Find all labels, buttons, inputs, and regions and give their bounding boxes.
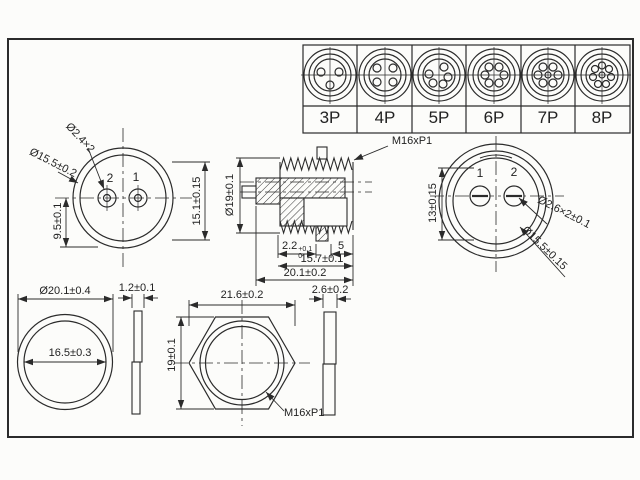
dim-plug-pin-span: 13±0.15 (427, 183, 439, 223)
socket-pin-1-label: 1 (132, 170, 140, 184)
table-label-3p: 3P (319, 108, 341, 127)
face-7p (519, 47, 577, 104)
face-8p (573, 47, 631, 104)
table-label-4p: 4P (374, 108, 396, 127)
plug-pin-1-label: 1 (476, 166, 484, 180)
tol-upper: +0.1 (298, 246, 313, 253)
socket-pin-2-label: 2 (106, 171, 114, 185)
face-5p (410, 47, 468, 104)
dim-gasket-inner-dia: 16.5±0.3 (48, 347, 92, 359)
table-label-7p: 7P (537, 108, 559, 127)
table-label-5p: 5P (428, 108, 450, 127)
dim-section-len-overall: 20.1±0.2 (283, 267, 327, 279)
face-3p (301, 47, 359, 104)
table-label-6p: 6P (483, 108, 505, 127)
table-label-8p: 8P (591, 108, 613, 127)
dim-nut-across-corners: 21.6±0.2 (220, 289, 264, 301)
dim-gasket-thickness: 1.2±0.1 (118, 282, 156, 294)
dim-section-len-inner: 15.7±0.1 (300, 253, 344, 265)
nut-view (174, 300, 310, 426)
dim-socket-pin-offset: 9.5±0.1 (52, 202, 64, 240)
drawing-frame (7, 38, 634, 438)
dim-socket-face-height: 15.1±0.15 (191, 176, 203, 226)
section-view (236, 145, 389, 286)
nut-thread-label: M16xP1 (284, 407, 325, 419)
dim-nut-across-flats: 19±0.1 (166, 338, 178, 372)
pin-variant-table (301, 44, 631, 134)
gasket-view (16, 294, 114, 411)
dim-section-body-dia: Ø19±0.1 (224, 173, 236, 217)
plug-pin-2-label: 2 (510, 165, 518, 179)
section-thread-label: M16xP1 (391, 135, 433, 147)
face-6p (465, 47, 523, 104)
nut-side-view (309, 294, 351, 416)
dim-section-thread-len: 5 (337, 240, 345, 252)
tol-lower: 0 (298, 253, 303, 260)
dim-gasket-outer-dia: Ø20.1±0.4 (39, 285, 91, 297)
plug-face-view (430, 136, 566, 278)
face-4p (356, 47, 414, 104)
socket-face-view (55, 128, 210, 268)
dim-nut-thickness: 2.6±0.2 (311, 284, 349, 296)
gasket-side-view (118, 294, 158, 415)
dim-panel-slot-value: 2.2 (282, 240, 298, 252)
